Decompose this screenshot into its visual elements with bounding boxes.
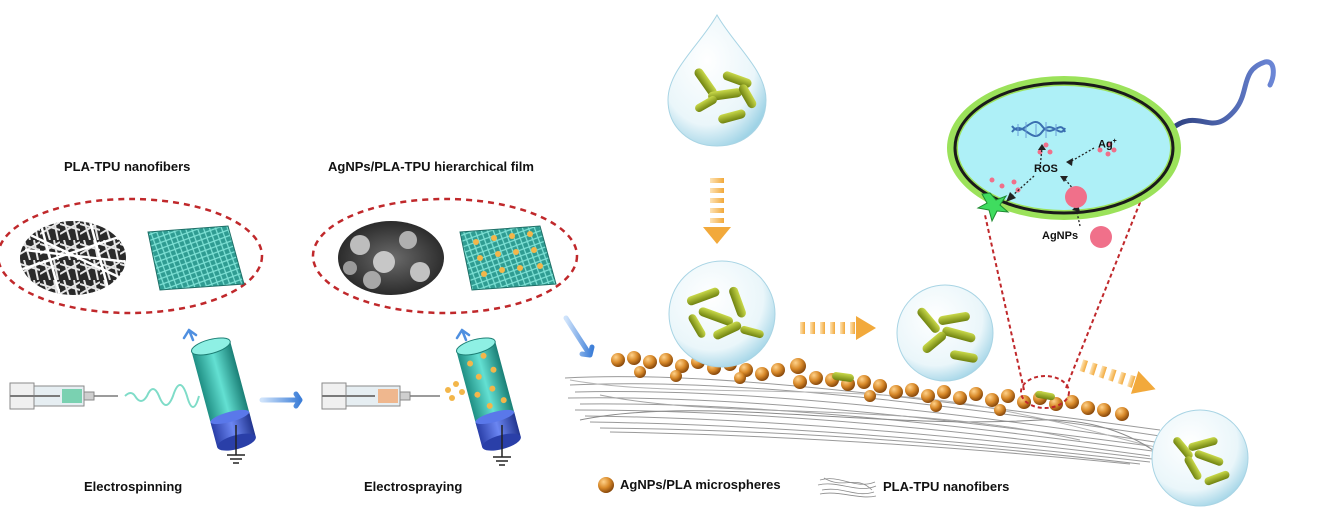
- flagellum-icon: [1167, 59, 1276, 133]
- water-drop-icon: [667, 13, 767, 147]
- hierarchical-film-title: AgNPs/PLA-TPU hierarchical film: [328, 159, 534, 174]
- agnp-outside: [1090, 226, 1112, 248]
- jet-spiral: [124, 384, 200, 408]
- dna-icon: [1011, 120, 1066, 138]
- agnps-label: AgNPs: [1042, 230, 1079, 242]
- right-flow-arrow-icon-2: [1079, 359, 1156, 394]
- nanofiber-mesh-3d: [147, 225, 245, 291]
- legend-microsphere-icon: [598, 477, 614, 493]
- sem-film-image: [338, 221, 444, 295]
- damage-star-icon: [976, 192, 1010, 223]
- legend-microspheres-label: AgNPs/PLA microspheres: [620, 477, 781, 492]
- contact-zoom-circle: [1020, 375, 1070, 409]
- nanofiber-zoom-ellipse: [0, 197, 264, 315]
- legend-nanofiber-icon: [817, 477, 877, 498]
- ag-ion-charge: +: [1112, 138, 1117, 145]
- bubble-icon-3: [1151, 409, 1249, 507]
- process-arrow-icon: [259, 391, 303, 409]
- film-mesh-3d: [459, 225, 557, 291]
- film-microspheres: [611, 351, 1129, 421]
- syringe-icon-2: [321, 382, 440, 410]
- electrospinning-label: Electrospinning: [84, 479, 183, 494]
- legend-nanofibers-label: PLA-TPU nanofibers: [883, 479, 1010, 494]
- ground-icon-2: [493, 425, 511, 466]
- sem-nanofibers-image: [20, 221, 126, 295]
- collector-icon: [190, 337, 256, 451]
- collector-icon-2: [455, 337, 521, 451]
- pla-tpu-nanofibers-title: PLA-TPU nanofibers: [64, 159, 191, 174]
- nanofiber-layer: [564, 376, 1161, 465]
- electrospraying-label: Electrospraying: [364, 479, 463, 494]
- bacterium-on-film: [832, 372, 1055, 401]
- spray-droplets: [445, 381, 465, 401]
- bacterial-cell: [947, 76, 1181, 220]
- ag-ion-label: Ag+: [1098, 138, 1117, 151]
- zoom-line-left: [984, 214, 1025, 391]
- process-arrow-icon-2: [563, 315, 595, 358]
- down-flow-arrow-icon: [703, 178, 731, 244]
- ground-icon: [227, 425, 245, 464]
- up-arrow-icon: [182, 328, 198, 342]
- up-arrow-icon-2: [455, 328, 471, 342]
- ag-ion-symbol: Ag: [1098, 138, 1113, 151]
- ros-label: ROS: [1034, 163, 1058, 175]
- bubble-icon: [668, 260, 776, 368]
- agnp-on-membrane: [1065, 186, 1087, 208]
- zoom-line-right: [1065, 189, 1146, 389]
- right-flow-arrow-icon: [800, 316, 876, 340]
- film-zoom-ellipse: [311, 197, 579, 315]
- film-mesh-microspheres: [473, 231, 543, 277]
- syringe-icon: [9, 382, 118, 410]
- ros-dots: [989, 141, 1117, 193]
- bubble-icon-2: [896, 284, 994, 382]
